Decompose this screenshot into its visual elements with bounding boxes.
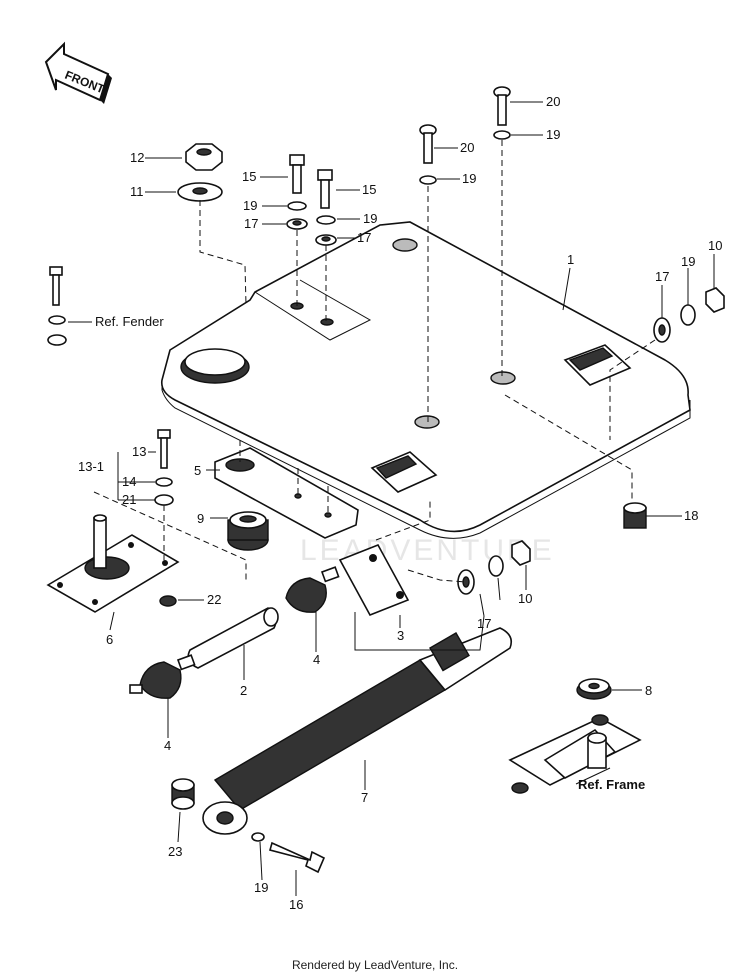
screw-20-left bbox=[419, 124, 437, 185]
callout-4-lower: 4 bbox=[164, 738, 171, 753]
callout-20-left: 20 bbox=[460, 140, 474, 155]
callout-11: 11 bbox=[130, 184, 144, 199]
callout-17-left: 17 bbox=[244, 216, 258, 231]
callout-1: 1 bbox=[567, 252, 574, 267]
frame-bracket bbox=[508, 714, 642, 794]
rubber-mount-9 bbox=[227, 511, 269, 551]
bolt-16 bbox=[251, 832, 326, 874]
screw-20-right bbox=[493, 86, 511, 140]
callout-15-right: 15 bbox=[362, 182, 376, 197]
callout-22: 22 bbox=[207, 592, 221, 607]
bushing-18 bbox=[623, 502, 647, 529]
rod-2 bbox=[187, 607, 279, 669]
callout-19-b: 19 bbox=[363, 211, 377, 226]
damper-4-upper bbox=[285, 566, 340, 613]
dashed-lines bbox=[93, 140, 656, 583]
bushing-23 bbox=[171, 778, 195, 810]
callout-7: 7 bbox=[361, 790, 368, 805]
bracket-3-leader bbox=[354, 612, 485, 651]
callout-19-d: 19 bbox=[546, 127, 560, 142]
washer-11 bbox=[177, 182, 223, 202]
callout-9: 9 bbox=[197, 511, 204, 526]
callout-16: 16 bbox=[289, 897, 303, 912]
mount-plate-6 bbox=[46, 514, 180, 613]
washer-stack-right bbox=[653, 287, 725, 343]
callout-21: 21 bbox=[122, 492, 136, 507]
bushing-8 bbox=[576, 678, 612, 700]
bolt-15-right bbox=[315, 169, 337, 246]
callout-10-right: 10 bbox=[708, 238, 722, 253]
front-arrow-icon: FRONT bbox=[44, 41, 112, 104]
main-plate bbox=[160, 221, 691, 539]
bolt-13-stack bbox=[154, 429, 174, 506]
callout-13-1: 13-1 bbox=[78, 459, 104, 474]
callout-15-left: 15 bbox=[242, 169, 256, 184]
bolt-15-left bbox=[286, 154, 308, 230]
bracket-5 bbox=[214, 447, 359, 539]
fender-bolt bbox=[47, 266, 67, 346]
nut-22 bbox=[159, 595, 177, 607]
ref-fender-label: Ref. Fender bbox=[95, 314, 164, 329]
callout-5: 5 bbox=[194, 463, 201, 478]
callout-17-lower: 17 bbox=[477, 616, 491, 631]
damper-4-lower bbox=[129, 654, 196, 699]
washer-stack-lower bbox=[457, 540, 531, 595]
callout-3: 3 bbox=[397, 628, 404, 643]
callout-19-c: 19 bbox=[462, 171, 476, 186]
callout-19-a: 19 bbox=[243, 198, 257, 213]
leader-lines bbox=[68, 101, 715, 896]
callout-2: 2 bbox=[240, 683, 247, 698]
callout-10-lower: 10 bbox=[518, 591, 532, 606]
callout-20-right: 20 bbox=[546, 94, 560, 109]
callout-17-right: 17 bbox=[357, 230, 371, 245]
callout-14: 14 bbox=[122, 474, 136, 489]
callout-13: 13 bbox=[132, 444, 146, 459]
callout-8: 8 bbox=[645, 683, 652, 698]
callout-6: 6 bbox=[106, 632, 113, 647]
shock-absorber-7 bbox=[202, 627, 513, 835]
callout-4-upper: 4 bbox=[313, 652, 320, 667]
ref-frame-label: Ref. Frame bbox=[578, 777, 645, 792]
callout-19-e: 19 bbox=[681, 254, 695, 269]
callout-17-side: 17 bbox=[655, 269, 669, 284]
callout-labels: 1 2 3 4 4 5 6 7 8 9 10 10 11 12 13 13-1 … bbox=[78, 94, 722, 912]
callout-19-f: 19 bbox=[254, 880, 268, 895]
footer-credit: Rendered by LeadVenture, Inc. bbox=[291, 958, 459, 972]
callout-18: 18 bbox=[684, 508, 698, 523]
bracket-3 bbox=[338, 543, 410, 617]
nut-12 bbox=[185, 143, 223, 171]
callout-23: 23 bbox=[168, 844, 182, 859]
callout-12: 12 bbox=[130, 150, 144, 165]
